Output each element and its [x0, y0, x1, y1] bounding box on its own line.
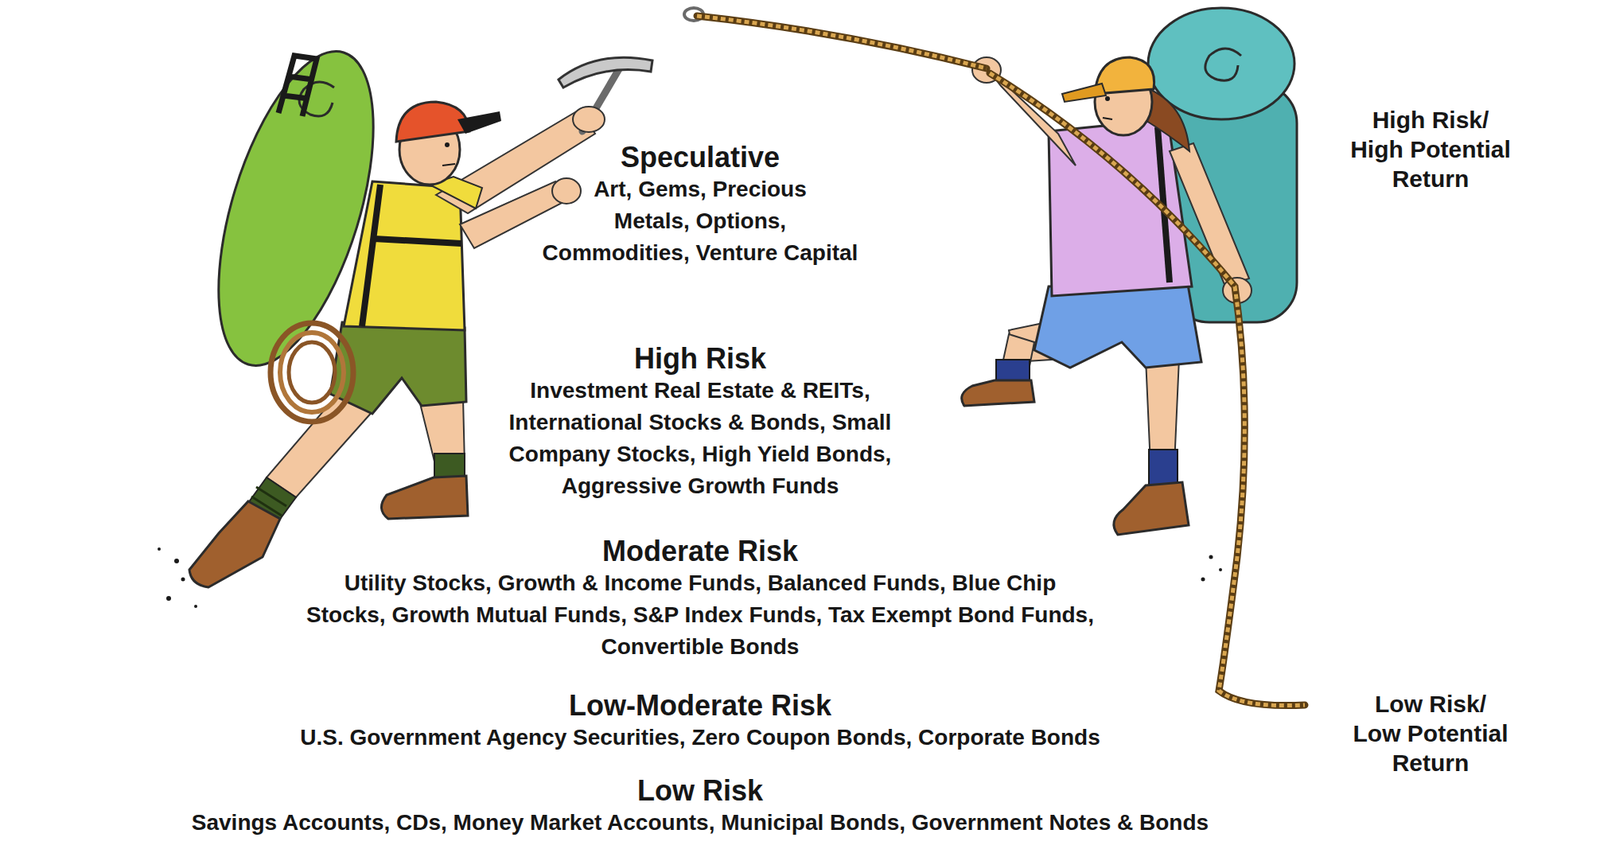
male-climber: [459, 181, 564, 249]
band-texture: [444, 14, 956, 334]
risk-band: Low-Moderate RiskU.S. Government Agency …: [99, 678, 1301, 766]
female-climber: [1113, 482, 1189, 535]
risk-band: High RiskInvestment Real Estate & REITs,…: [291, 333, 1109, 526]
band-heading: High Risk: [477, 342, 923, 375]
band-edge: [700, 14, 956, 334]
male-climber: [343, 181, 465, 331]
band-shape: [444, 14, 956, 334]
female-climber: [996, 359, 1030, 382]
band-body: U.S. Government Agency Securities, Zero …: [182, 721, 1218, 754]
band-texture: [99, 678, 1301, 766]
risk-band: Moderate RiskUtility Stocks, Growth & In…: [168, 525, 1232, 679]
male-climber: [396, 101, 470, 142]
female-climber: [961, 7, 1297, 582]
female-climber: [1062, 83, 1106, 102]
male-climber: [444, 142, 450, 148]
male-climber: [442, 163, 456, 166]
female-climber: [1048, 119, 1192, 296]
band-body: Savings Accounts, CDs, Money Market Acco…: [79, 806, 1321, 839]
male-climber: [181, 577, 186, 582]
male-climber: [457, 111, 502, 134]
band-edge: [1109, 525, 1232, 679]
band-texture: [291, 333, 1109, 526]
arrow-label: High Risk/ High Potential Return: [1346, 105, 1515, 194]
band-fill: [99, 678, 1301, 766]
band-edge: [1300, 765, 1370, 852]
band-text-area: Low-Moderate RiskU.S. Government Agency …: [182, 678, 1218, 754]
band-texture: [168, 525, 1232, 679]
female-climber: [1209, 555, 1214, 560]
band-texture: [30, 765, 1370, 852]
double-arrow: [1282, 22, 1574, 852]
male-climber: [189, 501, 281, 588]
climbing-rope: [684, 7, 1305, 706]
female-climber: [1201, 577, 1206, 582]
band-heading: Low Risk: [79, 774, 1321, 807]
band-edge: [955, 333, 1110, 526]
band-edge: [291, 333, 445, 526]
band-text-area: Moderate RiskUtility Stocks, Growth & In…: [302, 525, 1098, 663]
female-climber: [1102, 117, 1113, 120]
male-climber: [174, 558, 180, 564]
arrow-label: Low Risk/ Low Potential Return: [1350, 689, 1511, 778]
female-climber: [961, 380, 1035, 406]
band-highlight: [294, 528, 1106, 530]
band-body: Investment Real Estate & REITs, Internat…: [477, 374, 923, 503]
male-climber: [558, 57, 653, 88]
band-edge: [168, 525, 292, 679]
band-body: Utility Stocks, Growth & Income Funds, B…: [302, 567, 1098, 663]
male-climber: [270, 323, 354, 422]
male-climber: [381, 475, 468, 519]
band-fill: [291, 333, 1109, 526]
risk-band: Low RiskSavings Accounts, CDs, Money Mar…: [30, 765, 1370, 852]
band-base: [30, 849, 1370, 852]
band-fill: [444, 14, 956, 334]
female-climber: [1218, 568, 1223, 572]
band-text-area: High RiskInvestment Real Estate & REITs,…: [477, 333, 923, 503]
band-fill: [30, 765, 1370, 852]
band-highlight: [171, 681, 1229, 684]
band-body: Art, Gems, Precious Metals, Options, Com…: [444, 173, 956, 269]
band-heading: Moderate Risk: [302, 535, 1098, 568]
band-text-area: Low RiskSavings Accounts, CDs, Money Mar…: [79, 765, 1321, 839]
male-climber: [194, 604, 198, 608]
male-climber: [362, 184, 462, 327]
male-climber: [157, 34, 653, 608]
male-climber: [157, 547, 161, 551]
climbing-rope: [696, 15, 1305, 706]
male-climber: [552, 178, 581, 204]
band-heading: Speculative: [444, 141, 956, 174]
male-climber: [572, 106, 605, 133]
band-fill: [168, 525, 1232, 679]
female-climber: [1205, 48, 1242, 81]
male-climber: [288, 342, 335, 403]
band-separator: [289, 522, 1110, 528]
male-climber: [166, 595, 172, 601]
risk-return-arrow: High Risk/ High Potential ReturnLow Risk…: [1280, 19, 1581, 855]
band-edge: [99, 678, 169, 766]
band-highlight: [102, 768, 1298, 771]
band-highlight: [447, 336, 953, 339]
band-edge: [30, 765, 99, 852]
male-climber: [278, 55, 317, 117]
female-climber: [1105, 96, 1110, 102]
band-separator: [167, 676, 1234, 682]
band-separator: [443, 330, 958, 336]
risk-band: SpeculativeArt, Gems, Precious Metals, O…: [444, 14, 956, 334]
climbing-rope: [696, 15, 1305, 706]
band-heading: Low-Moderate Risk: [182, 689, 1218, 722]
band-edge: [1231, 678, 1301, 766]
band-separator: [97, 763, 1303, 768]
female-climber: [1169, 143, 1250, 287]
band-edge: [444, 14, 701, 334]
male-climber: [280, 332, 344, 413]
